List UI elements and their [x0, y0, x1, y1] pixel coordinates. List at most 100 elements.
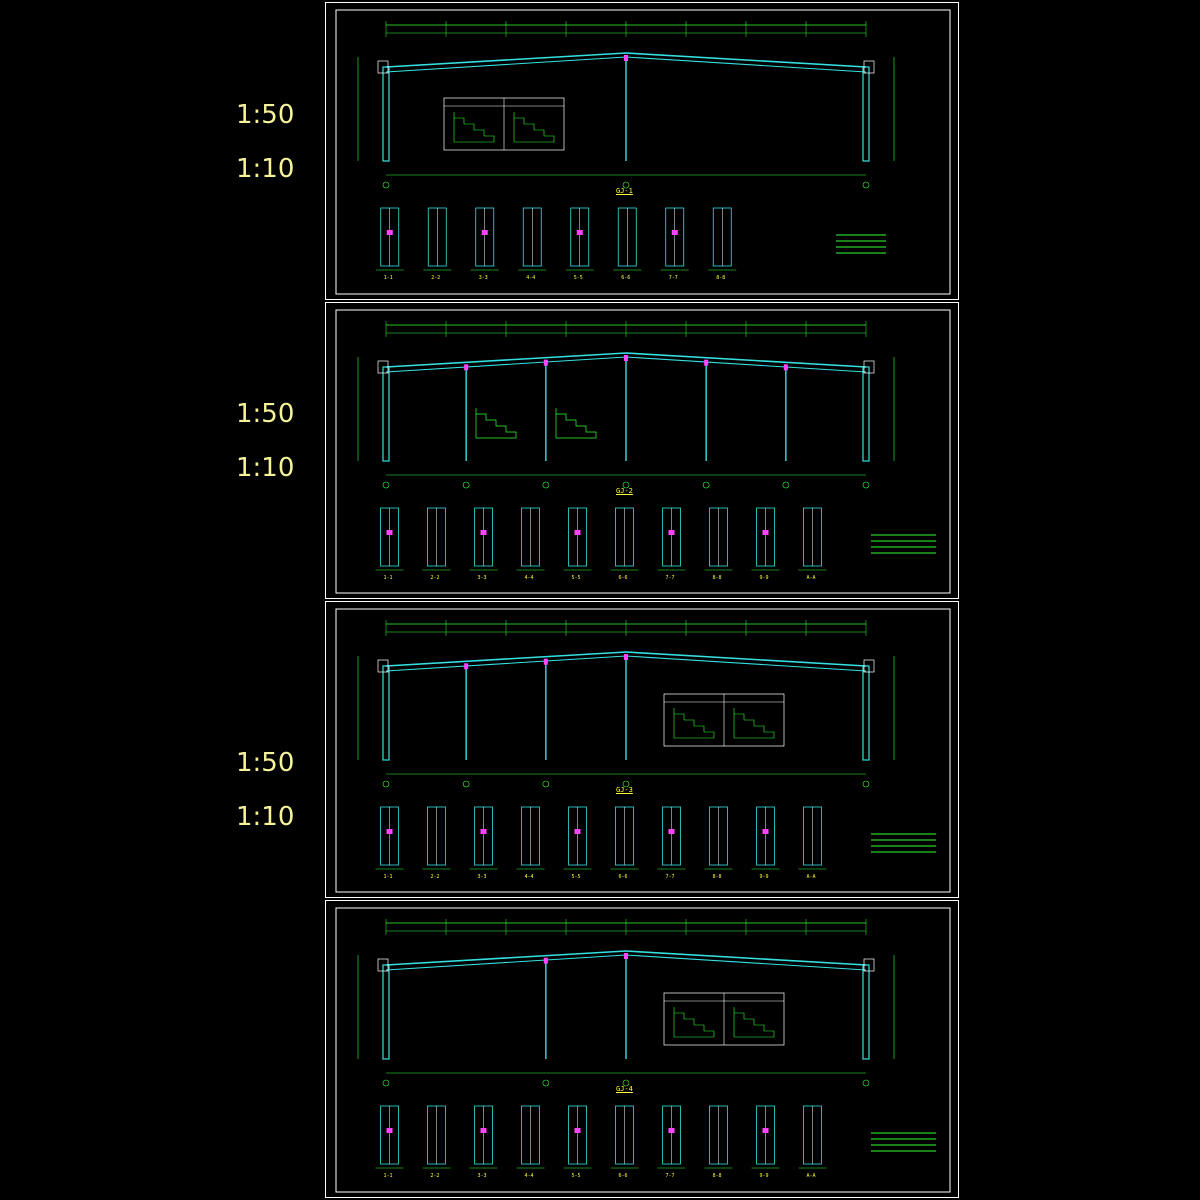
section-accent [762, 530, 769, 535]
section-label: 1-1 [384, 874, 393, 880]
section-label: 7-7 [666, 874, 675, 880]
section-label: A-A [807, 1173, 816, 1179]
section-label: 7-7 [669, 275, 678, 281]
section-accent [668, 1128, 675, 1133]
section-label: 4-4 [525, 575, 534, 581]
column-right [862, 665, 870, 761]
axis-bubble [542, 780, 550, 788]
section-label: A-A [807, 575, 816, 581]
column-left [382, 964, 390, 1060]
section-label: 5-5 [572, 1173, 581, 1179]
scale-label-4: 1:10 [236, 453, 295, 483]
section-label: 7-7 [666, 575, 675, 581]
connection-mark [543, 658, 548, 665]
eave-connection-right [863, 659, 875, 673]
axis-bubble [782, 481, 790, 489]
connection-mark [624, 654, 628, 660]
section-label: 1-1 [384, 275, 393, 281]
section-accent [481, 230, 488, 235]
section-accent [574, 829, 581, 834]
connection-mark [704, 359, 709, 366]
axis-bubble [622, 780, 630, 788]
section-label: 4-4 [525, 1173, 534, 1179]
column-left [382, 66, 390, 162]
section-label: 9-9 [760, 874, 769, 880]
axis-bubble [382, 481, 390, 489]
connection-mark [543, 957, 548, 964]
section-label: 5-5 [572, 874, 581, 880]
section-label: 6-6 [619, 1173, 628, 1179]
column-right [862, 66, 870, 162]
connection-mark [783, 364, 788, 371]
section-label: 8-8 [713, 575, 722, 581]
axis-bubble [382, 1079, 390, 1087]
connection-mark [624, 55, 628, 61]
section-accent [386, 530, 393, 535]
eave-connection-left [377, 659, 389, 673]
frame-title-1: GJ-1 [616, 187, 633, 195]
column-right [862, 366, 870, 462]
section-accent [671, 230, 678, 235]
section-label: 2-2 [431, 575, 440, 581]
section-label: 2-2 [431, 874, 440, 880]
axis-bubble [862, 780, 870, 788]
section-accent [574, 530, 581, 535]
section-label: 6-6 [619, 575, 628, 581]
section-label: 9-9 [760, 575, 769, 581]
section-label: 5-5 [572, 575, 581, 581]
rafter-top-flange [385, 352, 867, 368]
section-label: 4-4 [526, 275, 535, 281]
column-left [382, 366, 390, 462]
column-right [862, 964, 870, 1060]
rafter-top-flange [385, 651, 867, 667]
inner-border [335, 9, 951, 295]
eave-connection-right [863, 360, 875, 374]
stair-detail [673, 708, 715, 739]
scale-label-1: 1:50 [236, 100, 295, 130]
section-label: A-A [807, 874, 816, 880]
section-accent [574, 1128, 581, 1133]
rafter-top-flange [385, 52, 867, 68]
axis-bubble [702, 481, 710, 489]
sheet-drawing-1: 1-1 2-2 3-3 4-4 5-5 6-6 7-7 8-8 [335, 9, 951, 295]
scale-label-5: 1:50 [236, 748, 295, 778]
section-accent [762, 829, 769, 834]
section-label: 6-6 [621, 275, 630, 281]
section-label: 5-5 [574, 275, 583, 281]
connection-mark [624, 355, 628, 361]
axis-bubble [862, 481, 870, 489]
stair-detail [673, 1007, 715, 1038]
connection-mark [624, 953, 628, 959]
axis-bubble [462, 780, 470, 788]
axis-bubble [862, 181, 870, 189]
axis-bubble [382, 780, 390, 788]
axis-bubble [622, 1079, 630, 1087]
stair-detail [453, 112, 495, 143]
inner-border [335, 309, 951, 594]
scale-label-2: 1:10 [236, 154, 295, 184]
frame-title-4: GJ-4 [616, 1085, 633, 1093]
eave-connection-left [377, 360, 389, 374]
section-label: 3-3 [478, 874, 487, 880]
section-accent [386, 1128, 393, 1133]
scale-label-6: 1:10 [236, 802, 295, 832]
stair-detail [733, 708, 775, 739]
section-accent [668, 829, 675, 834]
section-label: 2-2 [431, 275, 440, 281]
frame-title-2: GJ-2 [616, 487, 633, 495]
axis-bubble [622, 481, 630, 489]
section-label: 6-6 [619, 874, 628, 880]
section-label: 1-1 [384, 1173, 393, 1179]
section-label: 9-9 [760, 1173, 769, 1179]
drawing-sheet-1: 1-1 2-2 3-3 4-4 5-5 6-6 7-7 8-8 GJ-1 [325, 2, 959, 300]
section-accent [576, 230, 583, 235]
section-label: 8-8 [716, 275, 725, 281]
section-label: 3-3 [479, 275, 488, 281]
section-label: 8-8 [713, 1173, 722, 1179]
section-label: 4-4 [525, 874, 534, 880]
axis-bubble [462, 481, 470, 489]
